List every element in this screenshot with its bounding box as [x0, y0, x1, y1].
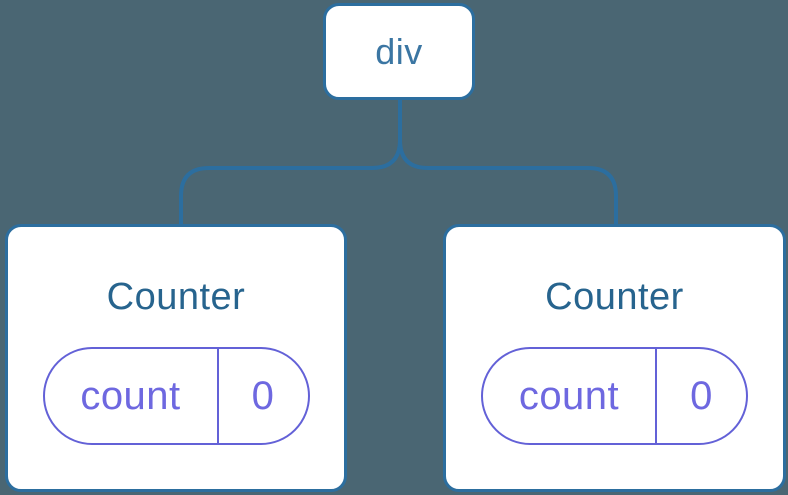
connector-right-branch	[398, 98, 618, 226]
root-node-div: div	[323, 3, 475, 100]
state-value: 0	[251, 373, 275, 418]
state-value: 0	[690, 373, 713, 418]
counter-card-left: Counter count 0	[5, 224, 347, 492]
connector-left-branch	[179, 98, 402, 226]
state-pill: count 0	[481, 347, 748, 445]
root-node-label: div	[375, 30, 423, 72]
state-key: count	[483, 349, 657, 443]
state-pill: count 0	[42, 347, 310, 445]
state-key: count	[45, 349, 219, 443]
component-title: Counter	[545, 276, 684, 318]
component-title: Counter	[106, 276, 246, 318]
counter-card-right: Counter count 0	[443, 224, 786, 492]
